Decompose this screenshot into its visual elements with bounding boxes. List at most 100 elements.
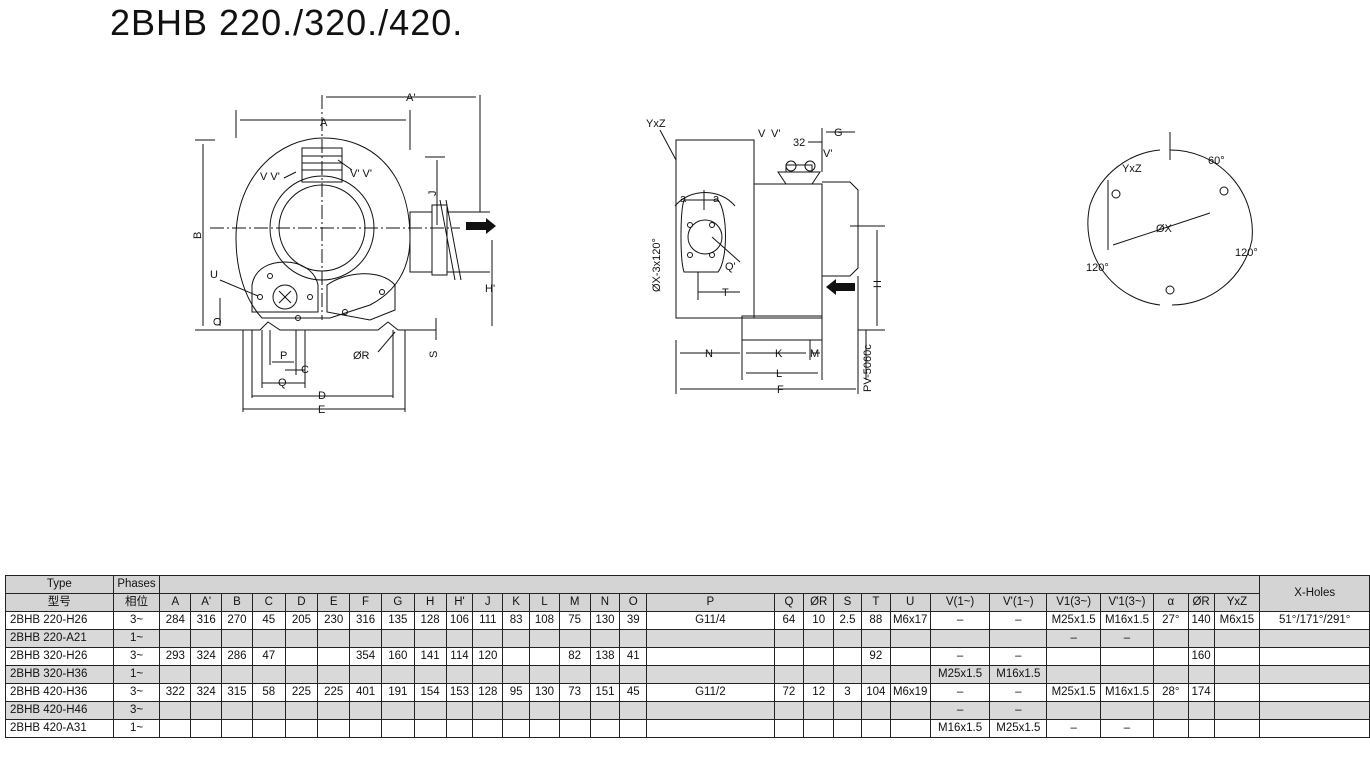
table-cell bbox=[529, 665, 560, 684]
table-cell bbox=[380, 719, 415, 738]
table-cell: 315 bbox=[221, 683, 253, 702]
side-yxz-label: YxZ bbox=[646, 118, 666, 130]
table-cell bbox=[1046, 701, 1102, 720]
table-cell bbox=[221, 629, 253, 648]
column-header: P bbox=[646, 593, 775, 612]
table-cell: 47 bbox=[251, 647, 286, 666]
dim-u-label: U bbox=[210, 269, 218, 281]
table-cell bbox=[251, 629, 286, 648]
holes-yxz-label: YxZ bbox=[1122, 163, 1142, 175]
table-cell bbox=[317, 647, 351, 666]
table-cell: 286 bbox=[221, 647, 253, 666]
dim-p-label: P bbox=[280, 350, 287, 362]
table-cell bbox=[558, 629, 591, 648]
column-header: L bbox=[529, 593, 560, 612]
table-cell bbox=[803, 629, 835, 648]
table-cell bbox=[502, 719, 530, 738]
model-cell: 2BHB 220-H26 bbox=[5, 611, 114, 630]
table-cell bbox=[413, 629, 447, 648]
holes-120a-label: 120° bbox=[1086, 262, 1109, 274]
table-cell bbox=[773, 665, 805, 684]
table-cell bbox=[317, 701, 351, 720]
table-cell: 225 bbox=[317, 683, 351, 702]
table-cell bbox=[1259, 683, 1370, 702]
table-cell bbox=[558, 665, 591, 684]
column-header: V1(3~) bbox=[1046, 593, 1102, 612]
side-v1-label: V' bbox=[771, 128, 780, 140]
table-cell bbox=[317, 719, 351, 738]
table-cell bbox=[159, 629, 192, 648]
table-cell bbox=[833, 647, 862, 666]
table-cell bbox=[860, 629, 891, 648]
table-cell: 316 bbox=[349, 611, 382, 630]
table-cell: 324 bbox=[190, 647, 223, 666]
table-cell: 39 bbox=[619, 611, 648, 630]
table-cell bbox=[889, 665, 931, 684]
model-cell: 2BHB 320-H26 bbox=[5, 647, 114, 666]
table-cell: – bbox=[989, 683, 1048, 702]
column-header: F bbox=[349, 593, 382, 612]
table-cell bbox=[190, 629, 223, 648]
table-cell: M25x1.5 bbox=[1046, 683, 1102, 702]
header-xholes: X-Holes bbox=[1259, 575, 1370, 612]
table-cell: 160 bbox=[380, 647, 415, 666]
table-cell bbox=[221, 665, 253, 684]
table-cell: 128 bbox=[413, 611, 447, 630]
table-cell bbox=[502, 665, 530, 684]
side-x-label: ØX-3x120° bbox=[651, 238, 663, 292]
table-cell bbox=[1187, 665, 1215, 684]
table-cell bbox=[773, 629, 805, 648]
table-cell bbox=[349, 665, 382, 684]
table-cell bbox=[1259, 665, 1370, 684]
table-cell bbox=[1152, 665, 1189, 684]
table-cell bbox=[1152, 647, 1189, 666]
column-header: 型号 bbox=[5, 593, 114, 612]
dim-j-label: J bbox=[427, 191, 439, 197]
dim-s-label: S bbox=[428, 351, 440, 358]
table-cell bbox=[529, 647, 560, 666]
table-cell bbox=[1213, 629, 1261, 648]
table-cell: 154 bbox=[413, 683, 447, 702]
table-cell: 3~ bbox=[112, 683, 161, 702]
table-header-row-1: Type Phases X-Holes bbox=[5, 575, 1370, 612]
column-header: D bbox=[284, 593, 319, 612]
table-cell: – bbox=[929, 701, 991, 720]
table-cell: – bbox=[929, 647, 991, 666]
table-cell bbox=[1259, 719, 1370, 738]
dim-c-label: C bbox=[301, 364, 309, 376]
table-cell bbox=[472, 719, 504, 738]
table-cell bbox=[317, 665, 351, 684]
table-cell bbox=[413, 701, 447, 720]
model-cell: 2BHB 420-A31 bbox=[5, 719, 114, 738]
table-cell bbox=[833, 629, 862, 648]
table-cell bbox=[502, 647, 530, 666]
table-cell bbox=[619, 701, 648, 720]
page-title: 2BHB 220./320./420. bbox=[110, 2, 464, 43]
table-cell bbox=[1213, 665, 1261, 684]
side-view-drawing: YxZ V V' 32 G V' a a Q' T ØX-3x120° H N … bbox=[646, 118, 885, 396]
column-header: H bbox=[413, 593, 447, 612]
table-cell bbox=[646, 701, 775, 720]
side-k-label: K bbox=[775, 348, 783, 360]
table-cell: 64 bbox=[773, 611, 805, 630]
table-cell bbox=[833, 719, 862, 738]
table-cell bbox=[284, 665, 319, 684]
table-cell bbox=[380, 701, 415, 720]
table-cell: – bbox=[929, 683, 991, 702]
table-cell: 12 bbox=[803, 683, 835, 702]
column-header: O bbox=[619, 593, 648, 612]
table-cell: – bbox=[1046, 629, 1102, 648]
column-header: A' bbox=[190, 593, 223, 612]
table-cell: – bbox=[989, 611, 1048, 630]
table-cell: 191 bbox=[380, 683, 415, 702]
table-cell bbox=[833, 665, 862, 684]
table-cell: M16x1.5 bbox=[989, 665, 1048, 684]
table-cell bbox=[529, 719, 560, 738]
table-cell: M16x1.5 bbox=[1100, 611, 1154, 630]
table-cell bbox=[989, 629, 1048, 648]
table-cell bbox=[803, 719, 835, 738]
table-cell: 88 bbox=[860, 611, 891, 630]
table-cell bbox=[159, 665, 192, 684]
table-cell bbox=[803, 701, 835, 720]
table-cell bbox=[284, 719, 319, 738]
